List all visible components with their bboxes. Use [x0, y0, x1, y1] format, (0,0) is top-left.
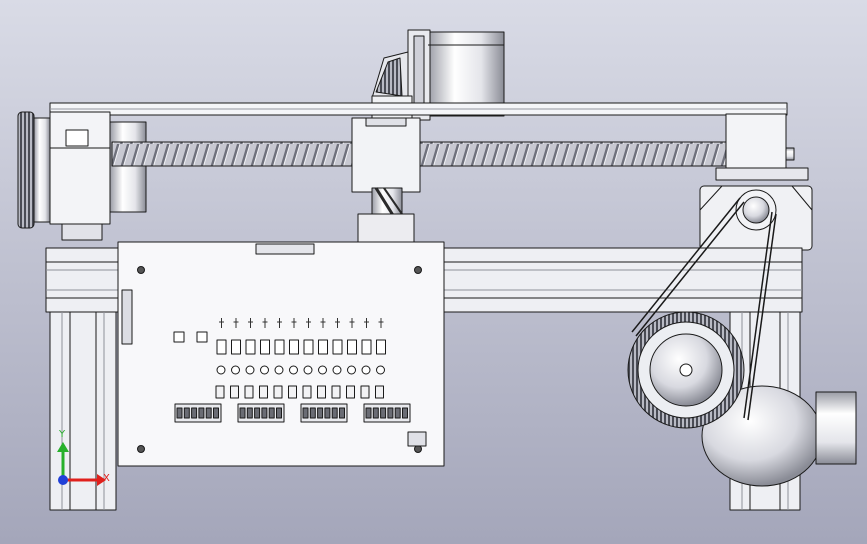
spherical-housing[interactable] — [701, 385, 857, 487]
led — [260, 339, 270, 355]
button-row[interactable] — [215, 365, 385, 399]
resistor — [375, 385, 384, 399]
led-marker — [306, 318, 311, 328]
terminal-pin — [380, 407, 387, 419]
terminal-pin — [339, 407, 345, 419]
led — [274, 339, 285, 355]
resistor — [273, 385, 283, 399]
resistor — [230, 385, 239, 399]
led — [289, 339, 299, 355]
terminal-pin — [261, 407, 268, 419]
push-button[interactable] — [347, 365, 356, 375]
led — [347, 339, 357, 355]
led-marker — [262, 318, 268, 328]
axis-y-label: Y — [59, 429, 66, 440]
led — [332, 339, 343, 355]
carriage-block[interactable] — [351, 117, 421, 243]
led — [216, 339, 227, 355]
terminal-block[interactable] — [300, 403, 348, 423]
terminal-pin — [317, 407, 324, 419]
terminal-pin — [205, 407, 212, 419]
terminal-pin — [276, 407, 282, 419]
led-marker — [378, 318, 384, 328]
left-handwheel[interactable] — [17, 111, 51, 229]
push-button[interactable] — [376, 365, 385, 375]
led-marker — [349, 318, 355, 328]
push-button[interactable] — [274, 365, 284, 375]
resistor — [302, 385, 312, 399]
resistor — [288, 385, 297, 399]
terminal-block[interactable] — [363, 403, 411, 423]
led-marker — [291, 318, 297, 328]
led-marker — [277, 318, 282, 328]
led-row — [216, 318, 386, 355]
terminal-pin — [394, 407, 401, 419]
timing-belt — [631, 197, 777, 421]
push-button[interactable] — [260, 365, 269, 375]
led — [376, 339, 386, 355]
terminal-block[interactable] — [237, 403, 285, 423]
terminal-pin — [198, 407, 205, 419]
push-button[interactable] — [289, 365, 298, 375]
push-button[interactable] — [231, 365, 240, 375]
led — [318, 339, 328, 355]
push-button[interactable] — [361, 365, 371, 375]
resistor — [331, 385, 341, 399]
resistor — [244, 385, 254, 399]
led-marker — [219, 318, 224, 328]
push-button[interactable] — [216, 365, 226, 375]
terminal-blocks[interactable] — [174, 403, 411, 423]
coordinate-triad — [57, 442, 106, 486]
push-button[interactable] — [318, 365, 327, 375]
led — [361, 339, 372, 355]
terminal-pin — [402, 407, 408, 419]
terminal-pin — [176, 407, 183, 419]
led — [231, 339, 241, 355]
small-pulley[interactable] — [735, 189, 777, 231]
push-button[interactable] — [245, 365, 255, 375]
push-button[interactable] — [303, 365, 313, 375]
left-bearing-block[interactable] — [49, 111, 147, 241]
terminal-pin — [213, 407, 219, 419]
terminal-pin — [324, 407, 331, 419]
led-marker — [233, 318, 239, 328]
terminal-pin — [254, 407, 261, 419]
resistor — [346, 385, 355, 399]
terminal-pin — [239, 407, 246, 419]
axis-x-label: X — [103, 473, 110, 484]
led-marker — [320, 318, 326, 328]
resistor — [259, 385, 268, 399]
terminal-pin — [387, 407, 394, 419]
resistor — [215, 385, 225, 399]
terminal-pin — [246, 407, 253, 419]
lead-screw[interactable] — [111, 141, 795, 167]
resistor — [360, 385, 370, 399]
push-button[interactable] — [332, 365, 342, 375]
led-marker — [335, 318, 340, 328]
led — [245, 339, 256, 355]
terminal-pin — [302, 407, 309, 419]
terminal-pin — [309, 407, 316, 419]
terminal-pin — [183, 407, 190, 419]
large-pulley[interactable] — [627, 311, 745, 429]
top-guide-rail[interactable] — [49, 102, 788, 116]
led-marker — [364, 318, 369, 328]
led-marker — [248, 318, 253, 328]
controller-board[interactable] — [117, 241, 445, 467]
terminal-block[interactable] — [174, 403, 222, 423]
terminal-pin — [372, 407, 379, 419]
resistor — [317, 385, 326, 399]
terminal-pin — [331, 407, 338, 419]
terminal-pin — [191, 407, 198, 419]
terminal-pin — [268, 407, 275, 419]
led — [303, 339, 314, 355]
terminal-pin — [365, 407, 372, 419]
